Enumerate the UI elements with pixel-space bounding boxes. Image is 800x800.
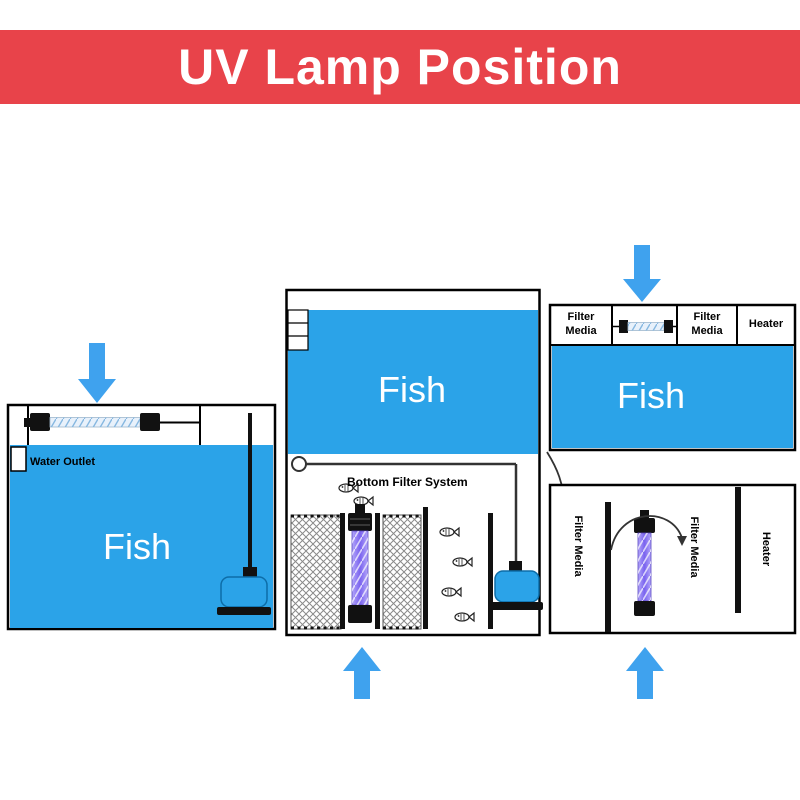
divider-bar xyxy=(423,507,428,629)
uv-lamp-icon xyxy=(612,320,677,333)
water-outlet-label: Water Outlet xyxy=(30,456,95,468)
flow-arrow-up-icon xyxy=(343,647,381,699)
bottom-filter-label: Bottom Filter System xyxy=(347,475,468,489)
flow-arrow-down-icon xyxy=(623,245,661,302)
chamber-label-filter-media-right: Filter Media xyxy=(688,516,700,578)
baffle-bar xyxy=(735,487,741,613)
tank-water xyxy=(288,310,538,454)
filter-mesh-panel xyxy=(290,514,342,630)
compartment-label-filter-media-right: Filter Media xyxy=(691,311,723,337)
fish-label-left: Fish xyxy=(102,526,172,567)
water-pump-icon xyxy=(491,561,543,610)
sump-outline xyxy=(548,483,797,635)
overflow-weir xyxy=(287,309,309,351)
uv-lamp-icon xyxy=(348,504,372,623)
water-pump-icon xyxy=(217,567,271,615)
divider-bar xyxy=(488,513,493,629)
filter-mesh-panel xyxy=(382,514,422,630)
chamber-label-filter-media-left: Filter Media xyxy=(572,515,584,577)
flow-arrow-down-icon xyxy=(78,343,116,403)
compartment-label-filter-media-left: Filter Media xyxy=(565,311,597,337)
uv-lamp-icon xyxy=(634,510,655,616)
flow-arrow-up-icon xyxy=(626,647,664,699)
chamber-label-heater: Heater xyxy=(760,531,772,567)
uv-lamp-icon xyxy=(24,413,200,431)
page-title: UV Lamp Position xyxy=(178,39,622,95)
fish-label-middle: Fish xyxy=(377,369,447,410)
fish-label-right: Fish xyxy=(616,375,686,416)
water-outlet-box xyxy=(10,446,27,472)
diagram-left-tank xyxy=(6,343,277,631)
title-banner: UV Lamp Position xyxy=(0,30,800,104)
compartment-label-heater: Heater xyxy=(748,318,784,330)
baffle-bar xyxy=(605,502,611,632)
diagram-middle-tank xyxy=(285,288,543,699)
diagram-right-sump xyxy=(546,245,797,699)
return-pipe xyxy=(291,456,518,565)
tank-water xyxy=(552,345,793,448)
divider-bar xyxy=(340,513,345,629)
flow-arch-arrow xyxy=(610,515,687,551)
divider-bar xyxy=(375,513,380,629)
